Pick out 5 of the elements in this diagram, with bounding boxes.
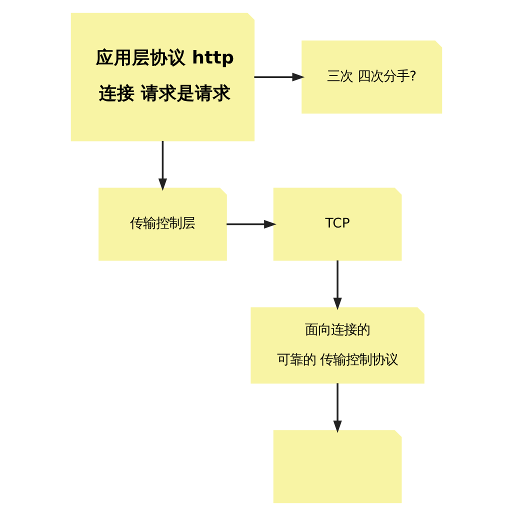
arrow bbox=[158, 140, 167, 190]
arrow bbox=[332, 260, 342, 310]
arrow bbox=[254, 72, 304, 81]
arrow bbox=[332, 382, 342, 433]
arrow bbox=[226, 219, 276, 228]
